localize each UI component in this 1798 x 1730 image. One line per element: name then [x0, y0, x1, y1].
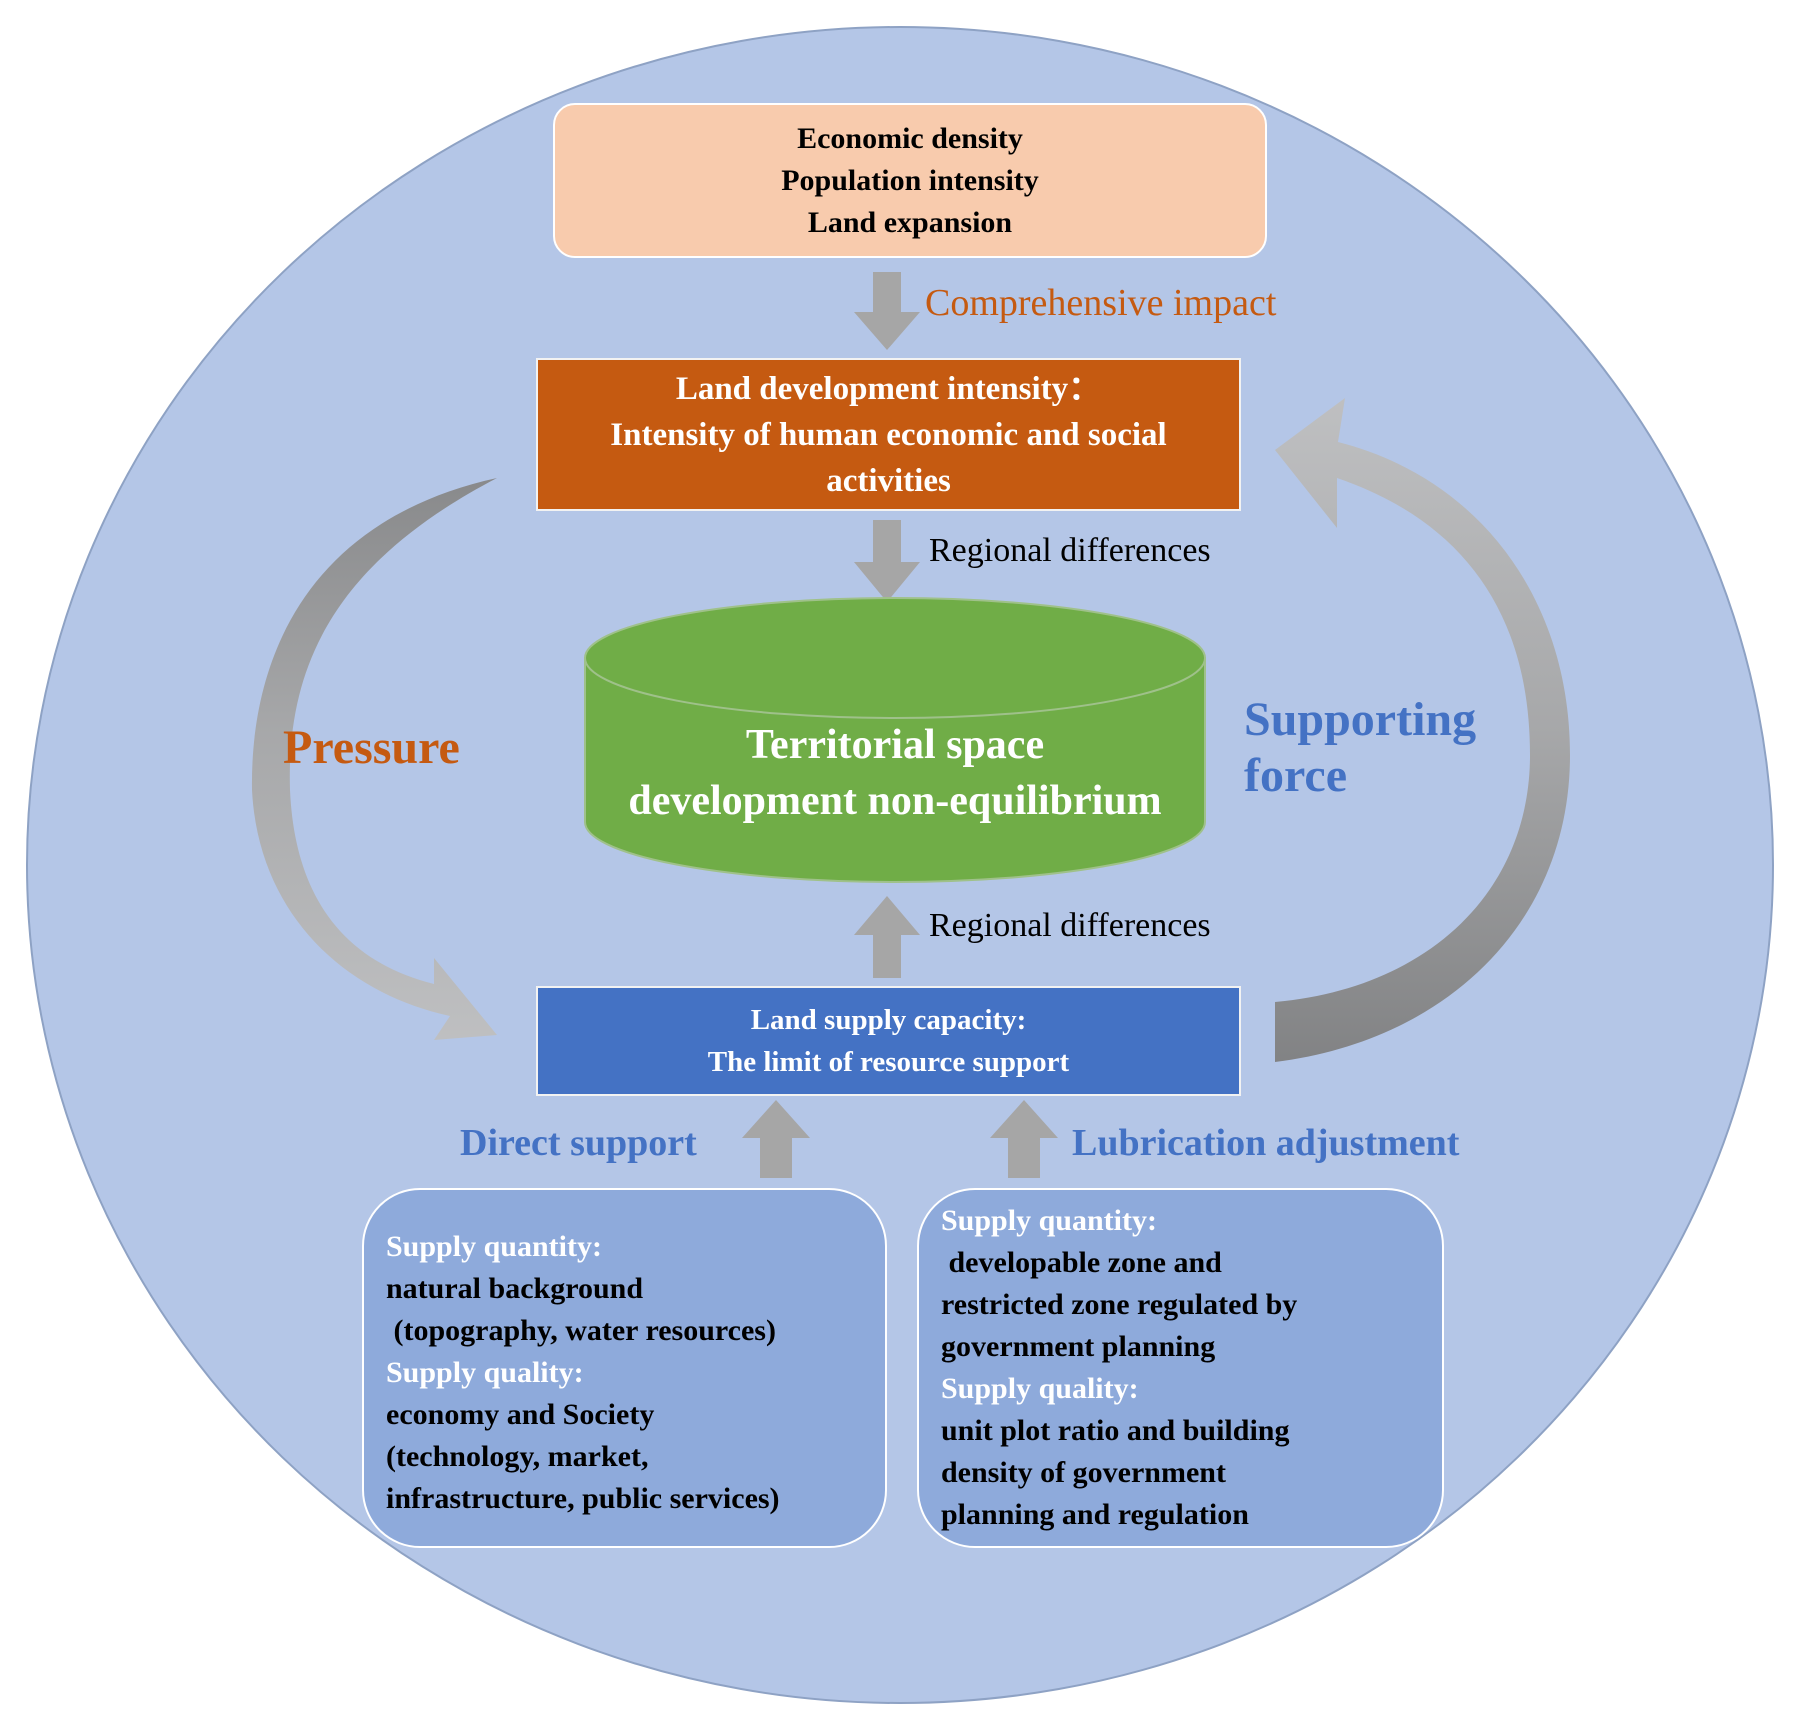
left-quality-line-3: infrastructure, public services): [386, 1482, 780, 1515]
intensity-line-2: activities: [826, 462, 951, 499]
core-line-1: Territorial space: [745, 722, 1045, 768]
pressure-arc-arrow: [251, 420, 497, 1040]
arrow-drivers-to-intensity: [854, 272, 920, 350]
label-comprehensive-impact: Comprehensive impact: [925, 282, 1277, 324]
core-cylinder-top: [584, 597, 1206, 719]
right-quantity-heading: Supply quantity:: [941, 1204, 1157, 1237]
right-quality-line-2: density of government: [941, 1456, 1226, 1489]
right-quantity-line-3: government planning: [941, 1330, 1216, 1363]
lubrication-detail-box: Supply quantity: developable zone and re…: [917, 1188, 1444, 1548]
left-quantity-line-2: (topography, water resources): [386, 1314, 776, 1347]
label-lubrication-adjustment: Lubrication adjustment: [1072, 1122, 1460, 1164]
driver-population-intensity: Population intensity: [781, 163, 1039, 197]
core-line-2: development non-equilibrium: [628, 778, 1162, 824]
supporting-arc-arrow: [1275, 398, 1570, 1062]
arrow-lubrication-adjustment: [990, 1100, 1058, 1178]
right-quality-line-1: unit plot ratio and building: [941, 1414, 1290, 1447]
label-regional-differences-top: Regional differences: [929, 532, 1211, 569]
drivers-box: Economic density Population intensity La…: [553, 103, 1267, 258]
left-quality-line-2: (technology, market,: [386, 1440, 649, 1473]
land-supply-capacity-box: Land supply capacity: The limit of resou…: [536, 986, 1241, 1096]
land-development-intensity-box: Land development intensity： Intensity of…: [536, 358, 1241, 511]
left-quality-line-1: economy and Society: [386, 1398, 655, 1431]
intensity-title: Land development intensity：: [675, 370, 1102, 407]
label-direct-support: Direct support: [460, 1122, 697, 1164]
supporting-line-1: Supporting: [1244, 693, 1477, 746]
core-label: Territorial space development non-equili…: [580, 717, 1210, 829]
right-quantity-line-2: restricted zone regulated by: [941, 1288, 1298, 1321]
right-quality-heading: Supply quality:: [941, 1372, 1139, 1405]
capacity-subtitle: The limit of resource support: [707, 1046, 1070, 1078]
left-quality-heading: Supply quality:: [386, 1356, 584, 1389]
label-regional-differences-bottom: Regional differences: [929, 907, 1211, 944]
arrow-direct-support: [742, 1100, 810, 1178]
intensity-line-1: Intensity of human economic and social: [610, 416, 1167, 453]
arrow-capacity-to-core: [854, 896, 920, 978]
label-pressure: Pressure: [283, 721, 460, 774]
capacity-title: Land supply capacity:: [750, 1004, 1027, 1036]
supporting-line-2: force: [1244, 749, 1348, 802]
core-cylinder-body: [584, 657, 1206, 883]
right-quantity-line-1: developable zone and: [941, 1246, 1222, 1279]
direct-support-detail-box: Supply quantity: natural background (top…: [362, 1188, 887, 1548]
right-quality-line-3: planning and regulation: [941, 1498, 1249, 1531]
left-quantity-line-1: natural background: [386, 1272, 644, 1305]
arrow-intensity-to-core: [854, 520, 920, 602]
left-quantity-heading: Supply quantity:: [386, 1230, 602, 1263]
label-supporting-force: Supporting force: [1244, 692, 1476, 804]
driver-land-expansion: Land expansion: [807, 205, 1013, 239]
driver-economic-density: Economic density: [797, 121, 1023, 155]
